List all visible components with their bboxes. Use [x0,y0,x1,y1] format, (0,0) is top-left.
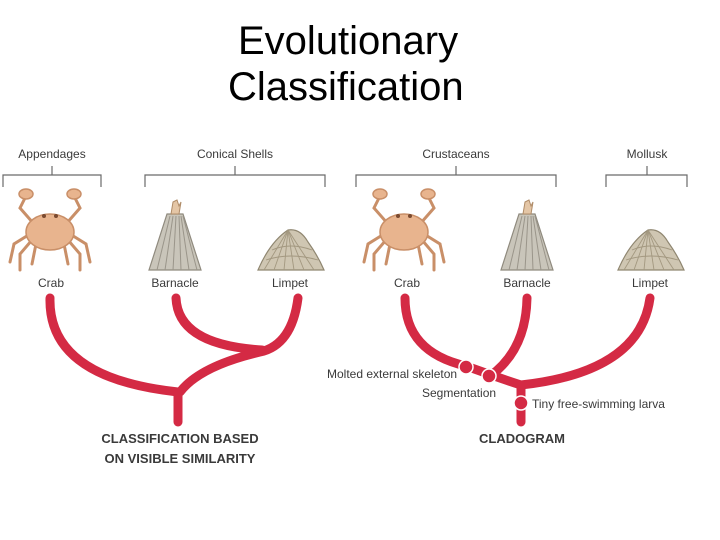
organism-label-barnacle: Barnacle [503,276,551,290]
group-label-conical-shells: Conical Shells [197,147,273,161]
organism-label-crab: Crab [38,276,64,290]
trait-label-segmentation: Segmentation [422,386,496,400]
organism-label-limpet: Limpet [632,276,669,290]
left-brackets [2,166,326,187]
left-classification: Appendages Conical Shells Crab Barnacle … [2,147,326,466]
title-line-1: Evolutionary [238,19,459,63]
trait-label-molted-skeleton: Molted external skeleton [327,367,457,381]
group-label-appendages: Appendages [18,147,85,161]
trait-markers [458,359,529,411]
organism-label-barnacle: Barnacle [151,276,199,290]
crab-image [8,187,92,272]
limpet-image [257,229,325,271]
right-caption: CLADOGRAM [479,431,565,446]
barnacle-image [500,199,554,271]
title-line-2: Classification [228,65,464,109]
trait-marker-larva [513,395,529,411]
trait-marker-molted-skeleton [458,359,474,375]
left-tree-branches [45,293,303,427]
left-caption-line-1: CLASSIFICATION BASED [101,431,258,446]
page-title: Evolutionary Classification [200,18,520,110]
group-label-crustaceans: Crustaceans [422,147,489,161]
trait-label-larva: Tiny free-swimming larva [532,397,665,411]
right-brackets [355,166,688,187]
trait-marker-segmentation [481,368,497,384]
limpet-image [617,229,685,271]
crab-image [362,187,446,272]
barnacle-image [148,199,202,271]
organism-label-crab: Crab [394,276,420,290]
left-caption-line-2: ON VISIBLE SIMILARITY [105,451,256,466]
cladogram: Crustaceans Mollusk Crab Barnacle Limpet… [327,147,688,446]
group-label-mollusk: Mollusk [627,147,669,161]
organism-label-limpet: Limpet [272,276,309,290]
